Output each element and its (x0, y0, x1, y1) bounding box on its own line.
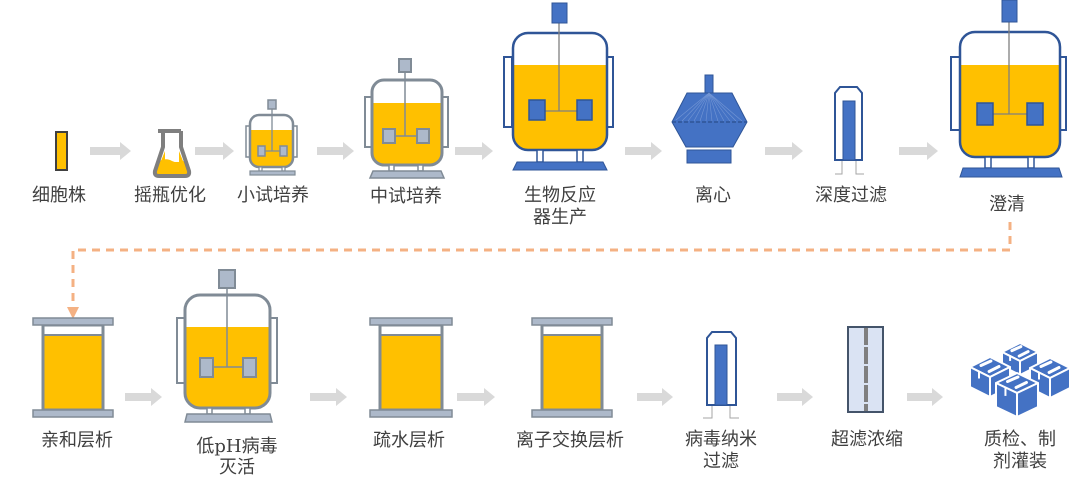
labels: 细胞株 摇瓶优化 小试培养 中试培养 生物反应 器生产 离心 深度过滤 澄清 亲… (32, 185, 1056, 478)
centrifuge-icon (671, 74, 748, 164)
connector-arrowhead (67, 307, 79, 319)
step-label-clarification: 澄清 (989, 194, 1025, 215)
motor (218, 269, 236, 289)
flow-arrow (195, 142, 234, 160)
step-label-bioreactor-line1: 生物反应 (524, 185, 596, 206)
step-label-qc-fill-line2: 剂灌装 (993, 451, 1047, 472)
clarification-tank-icon (950, 0, 1067, 178)
bottom-plate (531, 409, 613, 418)
step-label-depth-filtration: 深度过滤 (815, 185, 887, 206)
packaged-boxes-icon (969, 342, 1071, 418)
base (184, 413, 273, 423)
step-label-cell-line: 细胞株 (32, 185, 86, 206)
flow-arrow (125, 388, 162, 406)
flow-arrow (317, 142, 354, 160)
base (512, 161, 608, 171)
step-label-hydrophobic: 疏水层析 (373, 430, 445, 451)
top-plate (32, 317, 114, 326)
inactivation-tank-icon (176, 269, 278, 423)
small-bioreactor-icon (245, 99, 298, 176)
flow-arrow (637, 388, 673, 406)
rotor-lines (675, 92, 743, 122)
top-plate (531, 317, 613, 326)
flow-arrow (625, 142, 662, 160)
base (249, 170, 296, 176)
step-label-centrifuge: 离心 (695, 185, 731, 206)
impeller-blade (279, 145, 288, 157)
step-label-nanofiltration-line2: 过滤 (703, 451, 739, 472)
base (368, 170, 446, 179)
step-label-ultrafiltration: 超滤浓缩 (831, 429, 903, 450)
ultrafiltration-icon (847, 326, 884, 413)
top-plate (369, 317, 453, 326)
box (1029, 357, 1071, 399)
impeller-blade (576, 99, 593, 121)
jacket-left (950, 56, 961, 131)
ion-exchange-column-icon (531, 317, 613, 418)
bottom-plate (32, 409, 114, 418)
step-label-low-ph-line2: 灭活 (219, 457, 255, 478)
nanofilter-icon (703, 331, 739, 419)
impeller-blade (382, 128, 396, 144)
flow-arrow (899, 142, 938, 160)
step-label-ion-exchange: 离子交换层析 (516, 430, 624, 451)
impeller-blade (1026, 102, 1044, 126)
step-label-affinity: 亲和层析 (41, 430, 113, 451)
motor (551, 2, 568, 24)
step-label-qc-fill-line1: 质检、制 (984, 429, 1056, 450)
depth-filter-icon (834, 86, 864, 175)
bottom-plate (369, 409, 453, 418)
hydrophobic-column-icon (369, 317, 453, 418)
impeller-blade (976, 102, 994, 126)
step-label-nanofiltration-line1: 病毒纳米 (685, 429, 757, 450)
base (959, 167, 1063, 178)
flow-arrow (90, 142, 131, 160)
step-label-bioreactor-line2: 器生产 (533, 207, 587, 228)
motor (398, 58, 412, 73)
step-label-low-ph-line1: 低pH病毒 (196, 436, 277, 457)
flow-arrow (765, 142, 803, 160)
flow-arrow (777, 388, 813, 406)
impeller-blade (199, 357, 214, 378)
flow-arrow (455, 142, 493, 160)
liquid (513, 65, 607, 150)
flow-arrow (907, 388, 943, 406)
box (995, 372, 1039, 418)
jacket-left (503, 56, 513, 128)
impeller-blade (416, 128, 430, 144)
cell-vial-icon (55, 131, 68, 171)
step-label-small-scale: 小试培养 (237, 185, 309, 206)
liquid (960, 65, 1060, 157)
impeller-blade (257, 145, 266, 157)
shake-flask-icon (152, 129, 192, 178)
step-label-pilot-scale: 中试培养 (370, 186, 442, 207)
affinity-column-icon (32, 317, 114, 418)
row-connector-dashed (67, 222, 1012, 319)
pilot-bioreactor-icon (364, 58, 449, 179)
impeller-blade (528, 99, 546, 121)
flow-arrow (457, 388, 495, 406)
motor (1001, 0, 1018, 23)
step-label-shake-flask: 摇瓶优化 (134, 185, 206, 206)
impeller-blade (242, 357, 257, 378)
production-bioreactor-icon (503, 2, 614, 171)
flow-arrow (310, 388, 347, 406)
motor (267, 99, 277, 110)
